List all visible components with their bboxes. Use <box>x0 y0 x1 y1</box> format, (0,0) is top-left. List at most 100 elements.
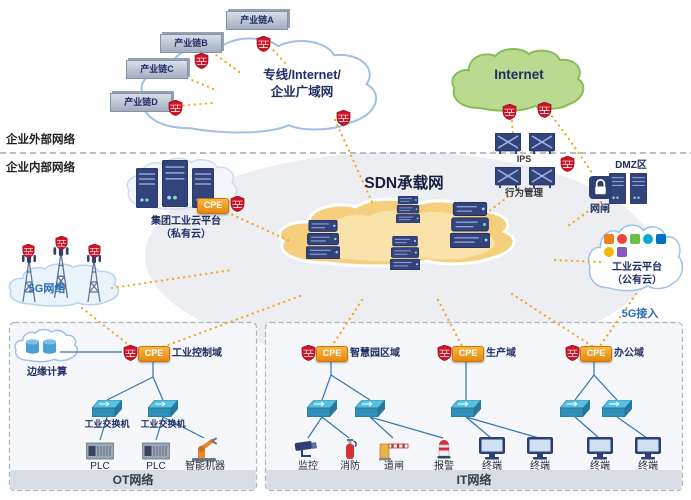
it-device-label: 道闸 <box>384 461 404 472</box>
firewall-shield-icon <box>565 345 580 361</box>
firewall-shield-icon <box>168 100 183 116</box>
sdn-server-stack-icon <box>396 196 420 223</box>
switch-icon <box>560 400 590 417</box>
production-cpe-badge: CPE <box>452 346 484 362</box>
plc-device-icon <box>86 442 114 460</box>
sdn-server-stack-icon <box>450 202 490 248</box>
five-g-access-label: 5G接入 <box>621 308 659 320</box>
edge-db-icon <box>42 339 57 354</box>
firewall-shield-icon <box>88 244 101 258</box>
terminal-monitor-icon <box>527 437 553 460</box>
firewall-shield-icon <box>256 36 271 52</box>
switch-icon <box>602 400 632 417</box>
barrier-gate-icon <box>379 442 409 461</box>
external-network-label: 企业外部网络 <box>6 134 75 146</box>
campus-cpe-label: CPE <box>322 348 342 358</box>
gatekeeper-label: 网闸 <box>590 204 610 215</box>
cloud-provider-icon <box>643 234 653 244</box>
wan-cloud-title-line2: 企业广域网 <box>270 85 334 99</box>
ot-cpe-label: CPE <box>144 348 164 358</box>
it-device-label: 消防 <box>340 461 360 472</box>
ips-label: IPS <box>516 154 532 164</box>
ips-device-icon <box>529 133 555 154</box>
switch-icon <box>355 400 385 417</box>
gatekeeper-lock-icon <box>589 176 612 199</box>
public-cloud-name-line2: （公有云） <box>612 275 662 286</box>
industrial-switch-icon <box>92 400 122 417</box>
industry-chain-b-label: 产业链B <box>174 38 208 48</box>
firewall-shield-icon <box>560 156 575 172</box>
office-cpe-badge: CPE <box>580 346 612 362</box>
private-cloud-server-icon <box>136 168 158 208</box>
firewall-shield-icon <box>336 110 351 126</box>
dmz-label: DMZ区 <box>615 160 647 171</box>
production-domain-label: 生产域 <box>486 348 516 359</box>
internal-network-label: 企业内部网络 <box>6 162 75 174</box>
private-cloud-cpe-label: CPE <box>203 200 223 210</box>
industry-chain-d-label: 产业链D <box>124 97 158 107</box>
switch-icon <box>307 400 337 417</box>
firewall-shield-icon <box>194 53 209 69</box>
industry-chain-a-box: 产业链A <box>226 11 288 30</box>
cloud-provider-icons <box>604 234 670 257</box>
industry-chain-d-box: 产业链D <box>110 93 172 112</box>
ot-device-label: PLC <box>90 461 110 472</box>
behavior-mgmt-label: 行为管理 <box>504 188 544 199</box>
antenna-tower-icon <box>86 254 102 302</box>
industrial-switch-label: 工业交换机 <box>84 419 130 429</box>
private-cloud-name-line1: 集团工业云平台 <box>151 216 221 227</box>
ips-device-icon <box>495 133 521 154</box>
it-device-label: 终端 <box>590 461 610 472</box>
firewall-shield-icon <box>537 102 552 118</box>
industrial-control-domain-label: 工业控制域 <box>172 348 222 359</box>
ot-device-label: 智能机器 <box>185 461 225 472</box>
private-cloud-server-icon <box>162 160 188 207</box>
it-device-label: 终端 <box>482 461 502 472</box>
five-g-network-label: 5G网络 <box>28 283 66 295</box>
it-device-label: 终端 <box>530 461 550 472</box>
firewall-shield-icon <box>55 236 68 250</box>
cloud-provider-icon <box>617 234 627 244</box>
private-cloud-cpe-badge: CPE <box>197 198 229 214</box>
edge-computing-label: 边缘计算 <box>27 367 67 378</box>
behavior-mgmt-device-icon <box>495 167 521 188</box>
private-cloud-name-line2: （私有云） <box>161 229 211 240</box>
wan-cloud-title-line1: 专线/Internet/ <box>263 68 341 82</box>
edge-db-icon <box>25 339 40 354</box>
firewall-shield-icon <box>437 345 452 361</box>
ot-network-title: OT网络 <box>112 473 154 487</box>
smart-machine-icon <box>190 436 218 462</box>
sdn-server-stack-icon <box>390 236 420 270</box>
lan-lines <box>60 351 648 441</box>
office-cpe-label: CPE <box>586 348 606 358</box>
it-network-title: IT网络 <box>456 473 492 487</box>
industry-chain-b-box: 产业链B <box>160 34 222 53</box>
cloud-provider-icon <box>656 234 666 244</box>
firewall-shield-icon <box>22 244 35 258</box>
it-device-label: 监控 <box>298 461 318 472</box>
terminal-monitor-icon <box>635 437 661 460</box>
firewall-shield-icon <box>123 345 138 361</box>
it-device-label: 终端 <box>638 461 658 472</box>
office-domain-label: 办公域 <box>614 348 644 359</box>
industry-chain-c-label: 产业链C <box>140 64 174 74</box>
sdn-server-stack-icon <box>306 220 340 259</box>
campus-cpe-badge: CPE <box>316 346 348 362</box>
plc-device-icon <box>142 442 170 460</box>
alarm-device-icon <box>437 439 451 459</box>
firewall-shield-icon <box>230 196 245 212</box>
switch-icon <box>451 400 481 417</box>
cloud-provider-icon <box>604 247 614 257</box>
dmz-server-icon <box>630 173 647 204</box>
it-device-label: 报警 <box>434 461 454 472</box>
behavior-mgmt-device-icon <box>529 167 555 188</box>
industrial-switch-icon <box>148 400 178 417</box>
terminal-monitor-icon <box>587 437 613 460</box>
ot-device-label: PLC <box>146 461 166 472</box>
ot-cpe-badge: CPE <box>138 346 170 362</box>
industry-chain-a-label: 产业链A <box>240 15 274 25</box>
firewall-shield-icon <box>502 104 517 120</box>
production-cpe-label: CPE <box>458 348 478 358</box>
industry-chain-c-box: 产业链C <box>126 60 188 79</box>
cloud-provider-icon <box>604 234 614 244</box>
